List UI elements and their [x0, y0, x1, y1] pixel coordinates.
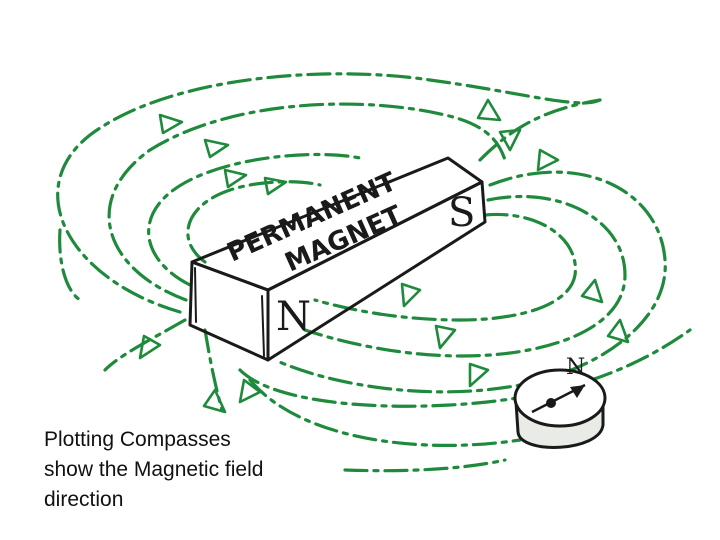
- north-pole-label: N: [276, 294, 311, 340]
- field-line-right-1: [273, 170, 667, 394]
- arrow-head: [434, 324, 457, 350]
- south-pole-label: S: [448, 190, 475, 236]
- arrow-head: [263, 176, 288, 196]
- field-line-outer: [56, 72, 602, 314]
- bar-magnet: PERMANENT MAGNET N S: [188, 156, 487, 362]
- field-line-lower-1: [238, 328, 692, 408]
- caption-line-3: direction: [44, 488, 124, 511]
- arrow-head: [400, 282, 422, 308]
- arrow-head: [202, 388, 227, 414]
- field-line-left-edge: [58, 228, 82, 302]
- field-line-top-right: [478, 98, 602, 162]
- field-line-right-2: [303, 194, 627, 358]
- compass-pivot: [546, 398, 556, 408]
- field-line-bottom: [343, 458, 507, 473]
- arrow-head: [536, 148, 560, 172]
- magnet-end-face: [188, 260, 270, 362]
- arrow-head: [498, 128, 522, 152]
- field-arrows: [138, 98, 630, 414]
- arrow-head: [238, 378, 262, 404]
- arrow-head: [476, 98, 502, 122]
- compass-needle-tip: [570, 385, 585, 398]
- field-lines: [56, 72, 692, 473]
- compass-north-mark: N: [566, 355, 585, 380]
- caption-line-2: show the Magnetic field: [44, 458, 264, 481]
- caption-line-1: Plotting Compasses: [44, 428, 231, 451]
- arrow-head: [158, 113, 184, 135]
- field-line-left-low: [103, 318, 187, 372]
- field-line-inner: [186, 180, 322, 264]
- caption: Plotting Compasses show the Magnetic fie…: [44, 425, 364, 515]
- field-line-right-3: [313, 212, 577, 322]
- arrow-head: [468, 362, 490, 388]
- field-line-2: [107, 102, 507, 302]
- arrow-head: [606, 318, 630, 344]
- field-line-lower-2: [248, 378, 522, 447]
- arrow-head: [580, 278, 604, 304]
- magnet-top-face: [190, 156, 484, 292]
- field-line-3: [147, 152, 362, 287]
- arrow-head: [223, 168, 248, 189]
- arrow-head: [203, 138, 230, 159]
- magnet-edge-sketch: [194, 267, 265, 357]
- compass-icon: N: [513, 355, 607, 449]
- arrow-head: [138, 334, 162, 360]
